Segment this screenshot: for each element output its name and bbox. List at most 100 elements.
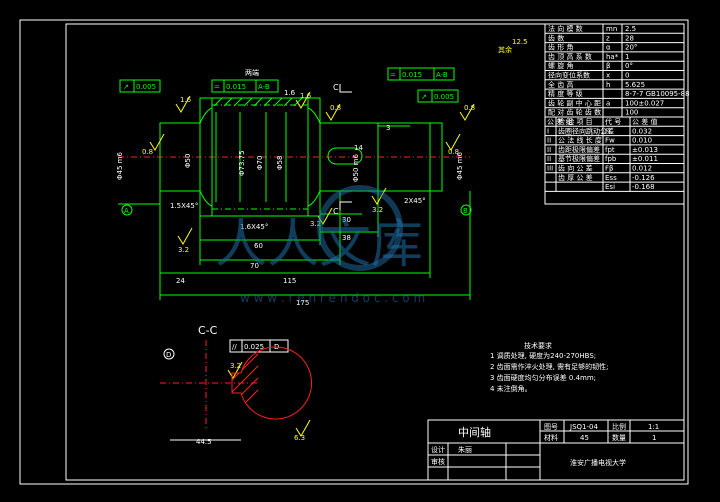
section-dim: 44.5 <box>196 438 212 446</box>
face-label: 两端 <box>245 68 259 77</box>
param-name: 径向变位系数 <box>548 71 590 80</box>
dim-phi45-left: Φ45 m6 <box>116 152 124 180</box>
check-value: -0.168 <box>632 183 655 191</box>
inner-border <box>65 23 685 481</box>
param-name: 齿 顶 高 系 数 <box>548 52 592 61</box>
dim-phi50-right: Φ50 m6 <box>352 154 360 182</box>
sym-left-value: 0.015 <box>226 83 246 91</box>
check-code: Fr <box>605 127 612 135</box>
svg-text://: // <box>232 343 237 351</box>
check-value: 0.012 <box>632 165 652 173</box>
check-code: Fw <box>605 137 615 145</box>
dim-phi50: Φ50 <box>184 154 192 168</box>
check-group: II <box>547 137 551 145</box>
svg-text:1.6: 1.6 <box>180 96 192 104</box>
scale-value: 1:1 <box>648 423 659 431</box>
datum-markers: A B D <box>121 204 472 360</box>
check-item: 齿 厚 公 差 <box>558 173 593 182</box>
right-journal <box>429 122 443 192</box>
dim-key-width: 14 <box>354 144 363 152</box>
check-value: ±0.011 <box>632 155 658 163</box>
material-value: 45 <box>580 434 589 442</box>
dim-phi58: Φ58 <box>276 156 284 170</box>
param-symbol: mn <box>606 25 617 33</box>
dim-chamfer-3: 2X45° <box>404 197 426 205</box>
check-group: III <box>547 165 553 173</box>
dim-3: 3 <box>386 124 390 132</box>
param-value: 2.5 <box>625 25 636 33</box>
svg-text:0.8: 0.8 <box>142 148 153 156</box>
param-value: 8-7-7 GB10095-88 <box>625 90 690 98</box>
svg-text:图号: 图号 <box>544 423 558 431</box>
dimension-lines <box>118 125 471 300</box>
tech-req-item: 1 调质处理, 硬度为240-270HBS; <box>490 351 596 360</box>
dim-phi45-right: Φ45 m6 <box>456 152 464 180</box>
param-name: 齿 轮 副 中 心 距 <box>548 98 601 107</box>
param-name: 精 度 等 级 <box>548 89 583 98</box>
check-code: Esi <box>605 183 615 191</box>
dim-24: 24 <box>176 277 185 285</box>
check-header: 公 差 值 <box>632 117 657 126</box>
svg-text:材料: 材料 <box>544 433 558 442</box>
check-code: Fβ <box>605 165 614 173</box>
param-symbol: z <box>606 34 610 42</box>
param-value: 1 <box>625 53 629 61</box>
qty-value: 1 <box>652 434 656 442</box>
svg-text:0.8: 0.8 <box>464 104 475 112</box>
school-name: 淮安广播电视大学 <box>570 458 626 467</box>
check-value: ±0.013 <box>632 146 658 154</box>
check-item: 公 法 线 长 度 <box>558 136 602 145</box>
svg-text:6.3: 6.3 <box>294 434 305 442</box>
svg-text:审核: 审核 <box>431 457 445 466</box>
svg-text:3.2: 3.2 <box>230 362 241 370</box>
param-value: 0° <box>625 62 633 70</box>
svg-text:1.6: 1.6 <box>300 92 312 100</box>
dim-chamfer-2: 1.6X45° <box>240 223 268 231</box>
tech-requirements: 技术要求 1 调质处理, 硬度为240-270HBS; 2 齿面需作淬火处理, … <box>490 341 609 393</box>
check-value: -0.126 <box>632 174 655 182</box>
param-name: 全 齿 高 <box>548 80 573 89</box>
check-item: 齿 向 公 差 <box>558 164 593 173</box>
param-symbol: α <box>606 44 611 52</box>
dim-chamfer-1: 1.5X45° <box>170 202 198 210</box>
check-item: 齿圈径向跳动公差 <box>558 126 614 135</box>
param-symbol: β <box>606 62 610 70</box>
check-value: 0.032 <box>632 127 652 135</box>
dimension-texts: 175 115 24 70 60 38 30 3 1.6 Φ50 Φ58 Φ70… <box>116 89 464 307</box>
svg-text:3.2: 3.2 <box>310 220 321 228</box>
check-code: Ess <box>605 174 617 182</box>
param-symbol: x <box>606 72 610 80</box>
param-value: 20° <box>625 44 637 52</box>
param-name: 齿 数 <box>548 33 564 42</box>
svg-text:3.2: 3.2 <box>178 246 189 254</box>
section-view: C-C 44.5 <box>160 324 313 446</box>
section-markers: C C <box>333 83 352 216</box>
section-outline <box>231 346 313 420</box>
dim-phi73-75: Φ73.75 <box>238 150 246 176</box>
svg-text:数量: 数量 <box>612 433 626 442</box>
tech-req-item: 3 齿面硬度均匀分布误差 0.4mm; <box>490 373 596 382</box>
param-name: 螺 旋 角 <box>548 61 573 70</box>
param-value: 100±0.027 <box>625 99 664 107</box>
check-item: 基节极限偏差 <box>558 154 600 163</box>
check-group: II <box>547 155 551 163</box>
sym-left-ref: A-B <box>258 83 270 91</box>
dim-1-6: 1.6 <box>284 89 296 97</box>
designer-name: 朱丽 <box>458 445 472 454</box>
dim-38: 38 <box>342 234 351 242</box>
check-value: 0.010 <box>632 137 652 145</box>
dim-30: 30 <box>342 216 351 224</box>
roughness-other-label: 其余 <box>498 45 512 54</box>
svg-text:0.8: 0.8 <box>448 148 459 156</box>
param-symbol: a <box>606 99 610 107</box>
outer-border <box>19 19 689 485</box>
watermark: 人人文库 w w w . r e n r e n d o c . c o m <box>215 185 425 305</box>
check-header: 公 差 组 <box>547 117 572 126</box>
drawing-number: JSQ1-04 <box>569 423 598 431</box>
check-code: fpt <box>605 146 615 154</box>
datum-d: D <box>166 351 171 359</box>
param-value: 5.625 <box>625 81 645 89</box>
